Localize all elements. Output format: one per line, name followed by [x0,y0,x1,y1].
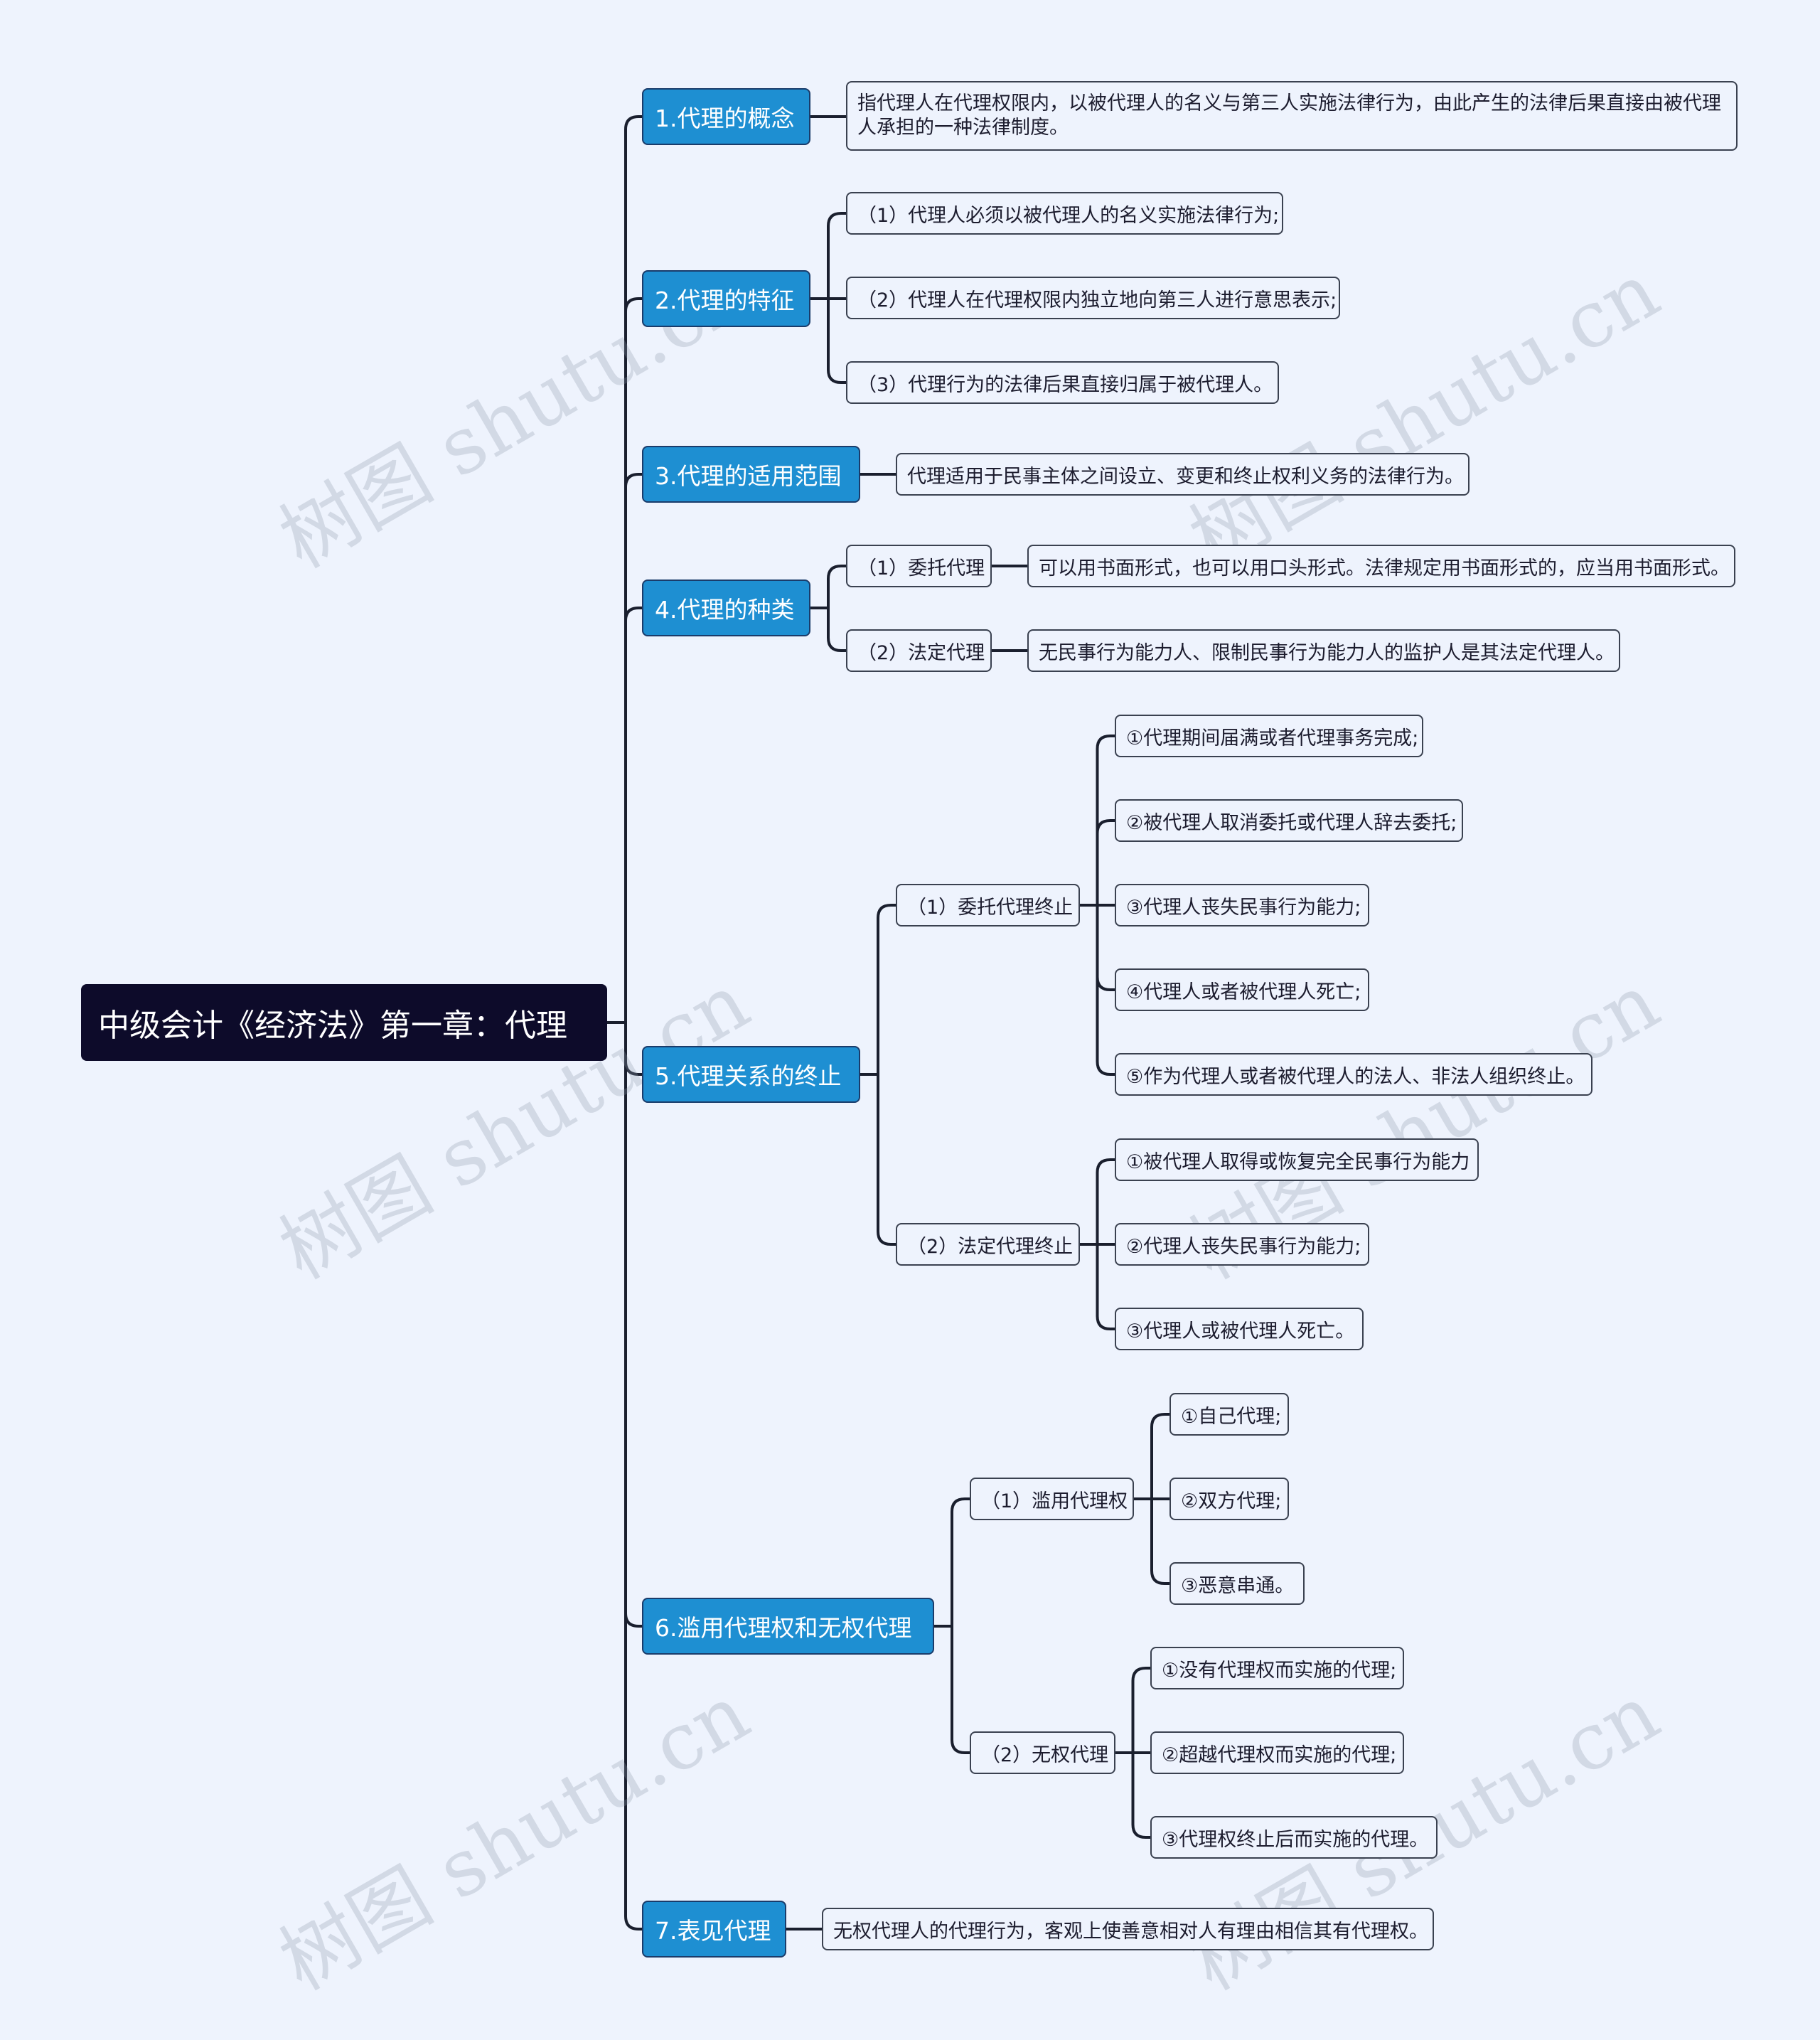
unauthorized-item[interactable]: ②超越代理权而实施的代理; [1150,1731,1404,1774]
root-topic[interactable]: 中级会计《经济法》第一章：代理 [81,984,607,1061]
connector-line [1115,1667,1150,1839]
termination-entrusted[interactable]: （1）委托代理终止 [896,884,1080,926]
branch-apparent-agency[interactable]: 7.表见代理 [642,1901,786,1958]
termination-entrusted-item[interactable]: ②被代理人取消委托或代理人辞去委托; [1115,799,1463,842]
connector-line [934,1497,970,1754]
branch-termination[interactable]: 5.代理关系的终止 [642,1046,860,1103]
connector-line [810,565,846,652]
branch-abuse-unauthorized[interactable]: 6.滥用代理权和无权代理 [642,1598,934,1655]
unauthorized-agency[interactable]: （2）无权代理 [970,1731,1115,1774]
abuse-of-agency[interactable]: （1）滥用代理权 [970,1478,1134,1520]
characteristic-item[interactable]: （2）代理人在代理权限内独立地向第三人进行意思表示; [846,277,1340,319]
connector-line [860,904,896,1246]
termination-statutory-item[interactable]: ②代理人丧失民事行为能力; [1115,1223,1369,1266]
connector-line [1080,735,1115,1076]
connector-line [810,212,846,384]
apparent-agency-desc[interactable]: 无权代理人的代理行为，客观上使善意相对人有理由相信其有代理权。 [822,1908,1434,1950]
termination-entrusted-item[interactable]: ④代理人或者被代理人死亡; [1115,968,1369,1011]
branch-characteristics[interactable]: 2.代理的特征 [642,270,810,327]
abuse-item[interactable]: ②双方代理; [1169,1478,1289,1520]
termination-statutory-item[interactable]: ①被代理人取得或恢复完全民事行为能力 [1115,1138,1479,1181]
termination-statutory[interactable]: （2）法定代理终止 [896,1223,1080,1266]
unauthorized-item[interactable]: ①没有代理权而实施的代理; [1150,1647,1404,1689]
type-entrusted-desc[interactable]: 可以用书面形式，也可以用口头形式。法律规定用书面形式的，应当用书面形式。 [1027,545,1735,587]
branch-scope[interactable]: 3.代理的适用范围 [642,446,860,503]
characteristic-item[interactable]: （3）代理行为的法律后果直接归属于被代理人。 [846,361,1279,404]
unauthorized-item[interactable]: ③代理权终止后而实施的代理。 [1150,1816,1438,1859]
abuse-item[interactable]: ①自己代理; [1169,1393,1289,1436]
type-statutory-desc[interactable]: 无民事行为能力人、限制民事行为能力人的监护人是其法定代理人。 [1027,629,1620,672]
branch-types[interactable]: 4.代理的种类 [642,580,810,636]
termination-entrusted-item[interactable]: ③代理人丧失民事行为能力; [1115,884,1369,926]
connector-line [1080,1158,1115,1330]
scope-description[interactable]: 代理适用于民事主体之间设立、变更和终止权利义务的法律行为。 [896,453,1470,496]
type-statutory[interactable]: （2）法定代理 [846,629,992,672]
termination-entrusted-item[interactable]: ⑤作为代理人或者被代理人的法人、非法人组织终止。 [1115,1053,1592,1096]
termination-statutory-item[interactable]: ③代理人或被代理人死亡。 [1115,1308,1364,1350]
branch-concept[interactable]: 1.代理的概念 [642,88,810,145]
characteristic-item[interactable]: （1）代理人必须以被代理人的名义实施法律行为; [846,192,1283,235]
termination-entrusted-item[interactable]: ①代理期间届满或者代理事务完成; [1115,715,1423,757]
concept-definition[interactable]: 指代理人在代理权限内，以被代理人的名义与第三人实施法律行为，由此产生的法律后果直… [846,81,1738,151]
connector-line [607,115,642,1930]
type-entrusted[interactable]: （1）委托代理 [846,545,992,587]
abuse-item[interactable]: ③恶意串通。 [1169,1562,1305,1605]
connector-line [1134,1413,1169,1585]
